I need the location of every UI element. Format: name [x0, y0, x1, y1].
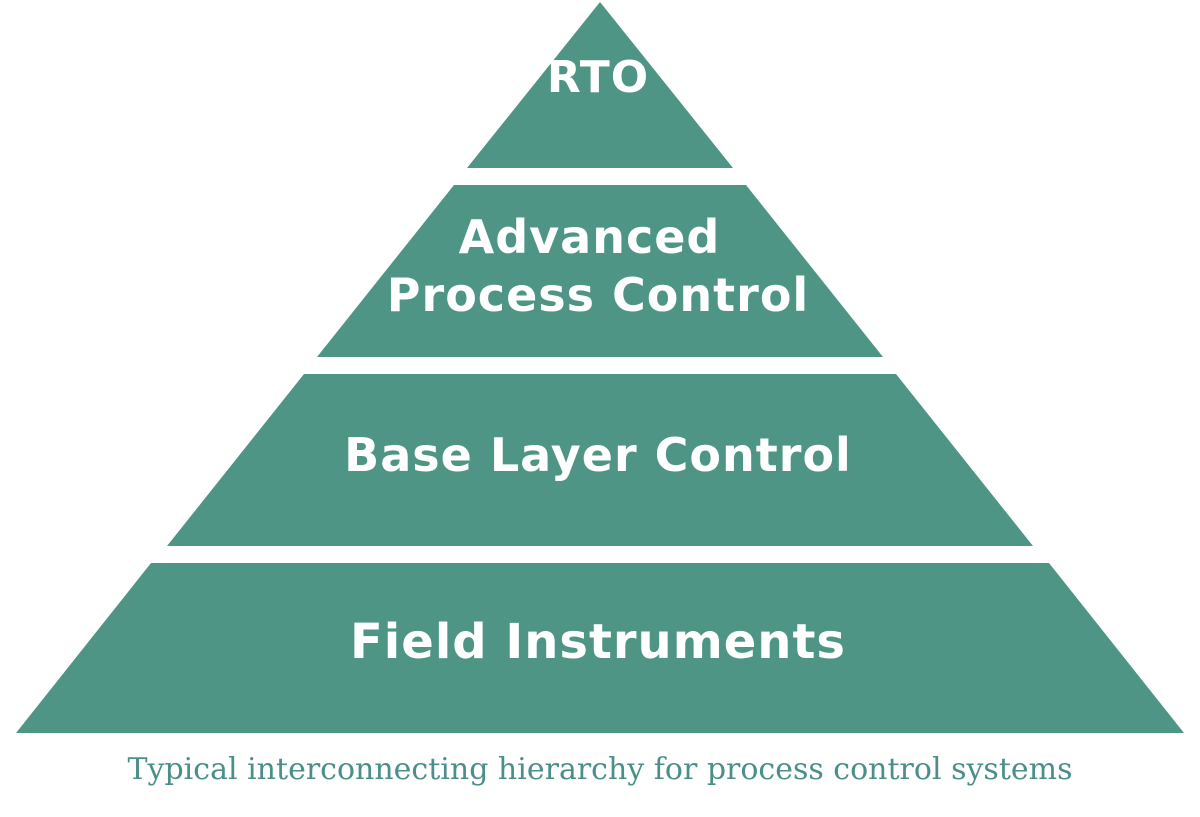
- tier-field-instruments-label: Field Instruments: [350, 614, 846, 670]
- diagram-caption: Typical interconnecting hierarchy for pr…: [127, 752, 1073, 787]
- tier-base-layer-control: Base Layer Control: [167, 374, 1033, 546]
- tier-field-instruments-label-line-1: Field Instruments: [350, 614, 846, 670]
- tier-advanced-process-control-label-line-1: Advanced: [459, 210, 721, 264]
- tier-field-instruments-shape: [16, 563, 1184, 733]
- tier-advanced-process-control-label: Advanced Process Control: [387, 210, 809, 322]
- tier-base-layer-control-label: Base Layer Control: [344, 428, 852, 482]
- tier-base-layer-control-shape: [167, 374, 1033, 546]
- tier-base-layer-control-label-line-1: Base Layer Control: [344, 428, 852, 482]
- tier-rto-shape: [467, 2, 733, 168]
- tier-advanced-process-control-label-line-2: Process Control: [387, 268, 809, 322]
- tier-advanced-process-control-shape: [317, 185, 883, 357]
- tier-rto-label-line-1: RTO: [547, 52, 649, 103]
- tier-field-instruments: Field Instruments: [16, 563, 1184, 733]
- tier-rto: RTO: [467, 2, 733, 168]
- tier-rto-label: RTO: [547, 52, 649, 103]
- tier-advanced-process-control: Advanced Process Control: [317, 185, 883, 357]
